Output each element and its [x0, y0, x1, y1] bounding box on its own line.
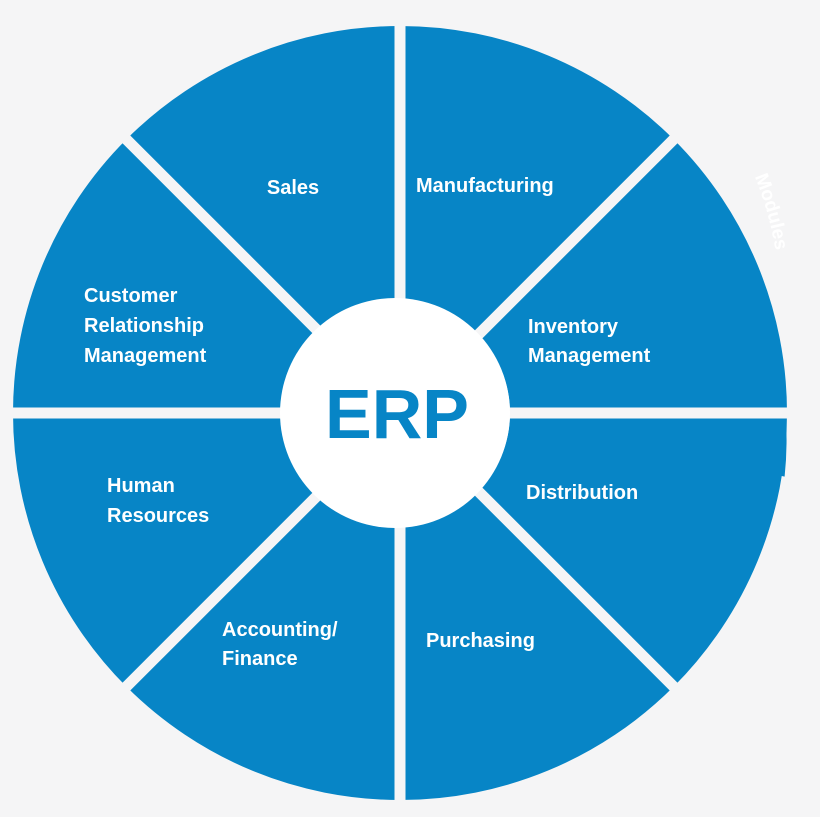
center-hub [280, 298, 510, 528]
separator-line [470, 131, 682, 343]
segment-label-inventory: Inventory Management [528, 316, 651, 367]
separator-line [118, 483, 330, 695]
separator-group [7, 20, 793, 806]
segment-accounting [126, 490, 401, 800]
segment-group [13, 26, 787, 800]
segment-label-manufacturing: Manufacturing [416, 175, 554, 197]
separator-line [470, 483, 682, 695]
segment-label-crm: Customer Relationship Management [84, 285, 210, 367]
segment-label-hr: Human Resources [107, 475, 209, 527]
segment-inventory [477, 139, 787, 413]
segment-label-sales: Sales [267, 177, 319, 199]
segment-label-purchasing: Purchasing [426, 630, 535, 652]
segment-sales [126, 26, 401, 336]
segment-purchasing [400, 490, 674, 800]
segment-crm [13, 139, 323, 413]
segment-manufacturing [400, 26, 674, 336]
segment-label-accounting: Accounting/ Finance [222, 619, 343, 670]
center-label: ERP [325, 375, 469, 453]
separator-line [118, 131, 330, 343]
segment-distribution [477, 413, 787, 687]
segment-label-distribution: Distribution [526, 482, 638, 504]
segment-hr [13, 413, 323, 687]
